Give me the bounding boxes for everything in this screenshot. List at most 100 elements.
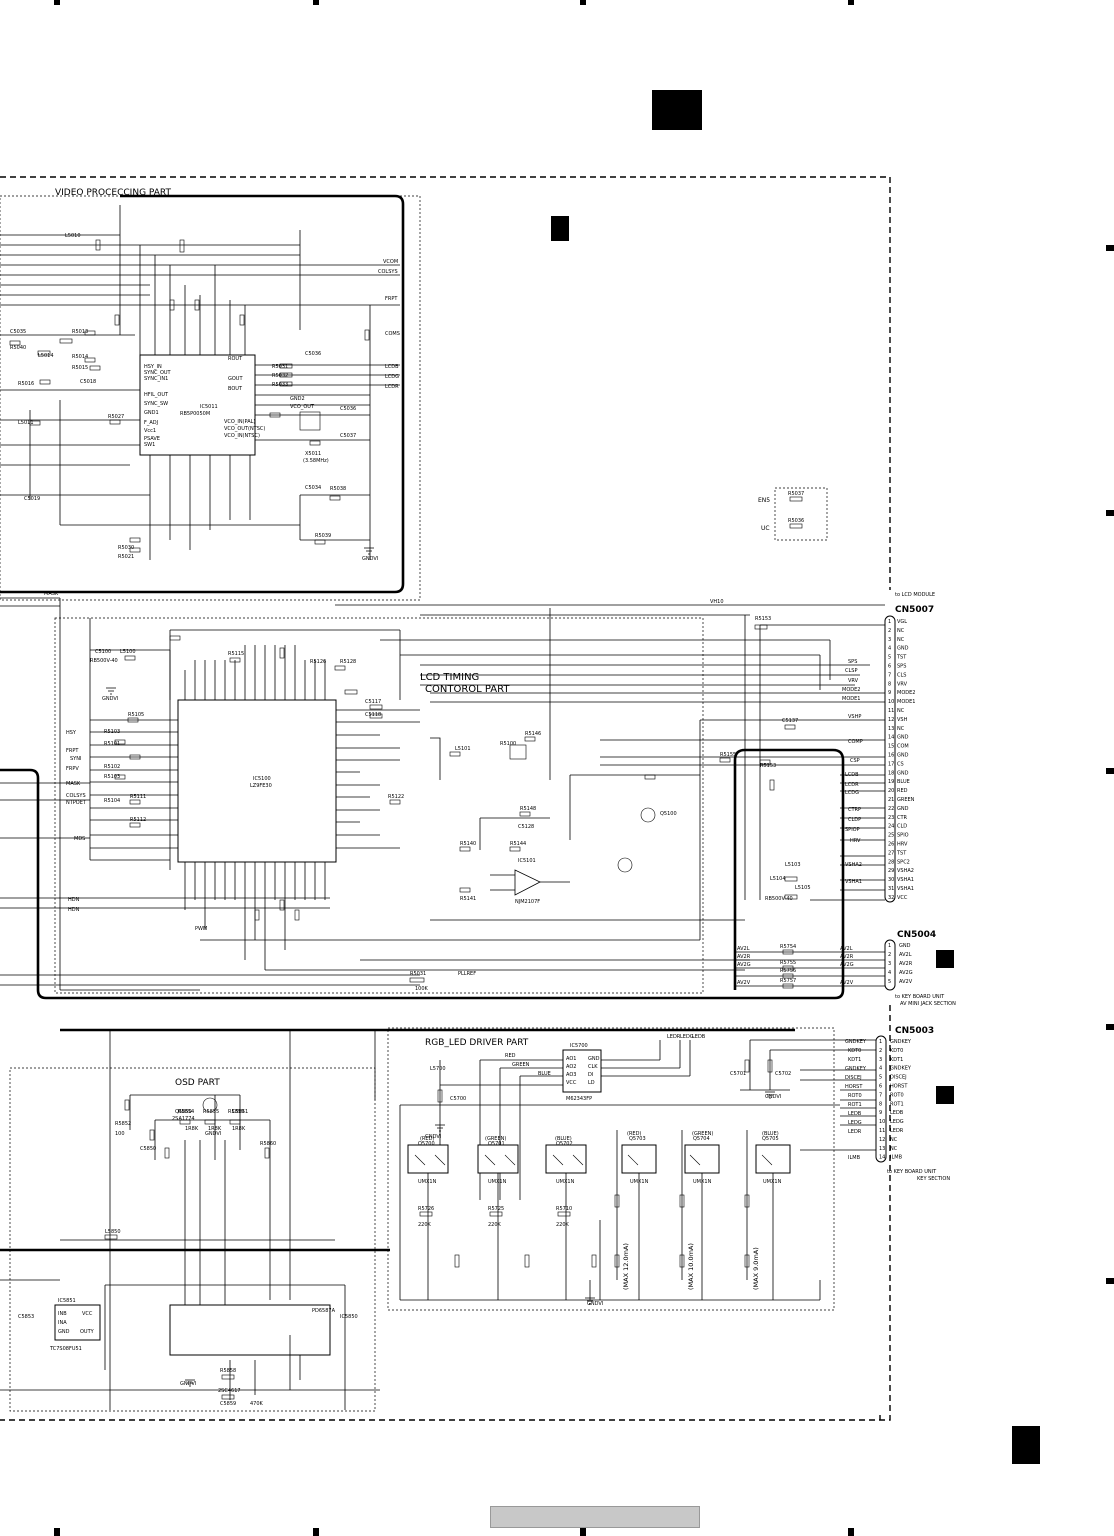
cn5003-pins-num: 6 xyxy=(879,1084,882,1090)
svg-text:INB: INB xyxy=(58,1311,67,1317)
cn5007-pins-label: GND xyxy=(897,770,909,776)
svg-text:COLSYS: COLSYS xyxy=(66,793,86,799)
svg-text:SW1: SW1 xyxy=(144,442,155,448)
ic5851-part: TC7S08FU51 xyxy=(49,1346,82,1352)
cn5007-pins-label: NC xyxy=(897,637,905,643)
svg-text:SYNI: SYNI xyxy=(70,756,81,762)
cn5007-pins-label: VSHA1 xyxy=(897,877,914,883)
svg-text:R5146: R5146 xyxy=(525,731,541,737)
svg-text:LCDB: LCDB xyxy=(845,772,859,778)
svg-text:L5850: L5850 xyxy=(105,1229,121,1235)
svg-text:AO1: AO1 xyxy=(566,1056,576,1062)
cn5004-name: CN5004 xyxy=(897,930,936,940)
page-marker-bottom xyxy=(1012,1426,1040,1464)
cn5003-pins-num: 2 xyxy=(879,1048,882,1054)
cn5003-pins-label: GNDKEY xyxy=(890,1039,912,1045)
cn5003-pins-num: 13 xyxy=(879,1146,885,1152)
svg-text:GNDKEY: GNDKEY xyxy=(845,1066,867,1072)
svg-text:Q5702: Q5702 xyxy=(556,1141,573,1147)
ic5850-ref: IC5850 xyxy=(340,1314,358,1320)
cn5004-pins-label: AV2V xyxy=(899,979,913,985)
svg-text:CLSP: CLSP xyxy=(845,668,857,674)
svg-text:R5126: R5126 xyxy=(310,659,326,665)
cn5003-pins-label: NC xyxy=(890,1146,898,1152)
cn5007-pins-num: 5 xyxy=(888,655,891,661)
svg-text:PWM: PWM xyxy=(195,926,207,932)
cn5003-pins-num: 10 xyxy=(879,1119,885,1125)
cn5007-pins-label: SPS xyxy=(897,664,906,670)
ic5011-part: RB5P0050M xyxy=(180,411,210,417)
svg-text:GNDVI: GNDVI xyxy=(205,1131,221,1137)
svg-text:100K: 100K xyxy=(415,986,429,992)
cn5007-pins-num: 20 xyxy=(888,788,894,794)
cn5007-pins-num: 18 xyxy=(888,770,894,776)
cn5004-note-1: to KEY BOARD UNIT xyxy=(895,994,945,1000)
svg-text:PLLREF: PLLREF xyxy=(458,971,476,977)
page-marker-inner xyxy=(551,216,569,241)
svg-text:GOUT: GOUT xyxy=(228,376,243,382)
lcd-left-nets: MASK HSY FRPT SYNI FRPV MASK COLSYS NTPO… xyxy=(44,591,87,913)
cn5003-pins-num: 9 xyxy=(879,1110,882,1116)
svg-text:LEDR: LEDR xyxy=(667,1034,681,1040)
svg-text:1R8K: 1R8K xyxy=(208,1126,222,1132)
svg-text:GNDVI: GNDVI xyxy=(362,556,378,562)
ic5700-ref: IC5700 xyxy=(570,1043,588,1049)
svg-text:R5104: R5104 xyxy=(104,798,120,804)
svg-text:R5854: R5854 xyxy=(178,1109,194,1115)
cn5007-pins-num: 32 xyxy=(888,895,894,901)
svg-text:R5148: R5148 xyxy=(520,806,536,812)
cn5007-pins-num: 8 xyxy=(888,681,891,687)
svg-text:L5103: L5103 xyxy=(785,862,801,868)
svg-text:R5040: R5040 xyxy=(10,345,26,351)
video-section-title: VIDEO PROCECCING PART xyxy=(55,188,172,198)
svg-text:GND2: GND2 xyxy=(290,396,305,402)
cn5004-pins-num: 5 xyxy=(888,979,891,985)
svg-text:COMP: COMP xyxy=(848,739,863,745)
svg-text:AO2: AO2 xyxy=(566,1064,576,1070)
svg-text:GNDVI: GNDVI xyxy=(587,1301,603,1307)
cn5004-pins-num: 2 xyxy=(888,952,891,958)
svg-text:R5102: R5102 xyxy=(104,764,120,770)
svg-text:RB500V-40: RB500V-40 xyxy=(765,896,793,902)
svg-text:(BLUE): (BLUE) xyxy=(762,1131,779,1137)
cn5007-pins-num: 30 xyxy=(888,877,894,883)
svg-text:R5103: R5103 xyxy=(104,774,120,780)
cn5007-pins-num: 24 xyxy=(888,824,894,830)
svg-text:X5011: X5011 xyxy=(305,451,321,457)
svg-text:MODE2: MODE2 xyxy=(842,687,860,693)
cn5007-name: CN5007 xyxy=(895,605,934,615)
cn5003-pins-num: 4 xyxy=(879,1066,882,1072)
svg-text:GNDVI: GNDVI xyxy=(765,1094,781,1100)
svg-text:R5860: R5860 xyxy=(260,1141,276,1147)
svg-text:C5019: C5019 xyxy=(24,496,40,502)
cn5007-pins-label: CTR xyxy=(897,815,908,821)
svg-text:AV2V: AV2V xyxy=(737,980,751,986)
ic5851-ref: IC5851 xyxy=(58,1298,76,1304)
svg-text:R5014: R5014 xyxy=(72,354,88,360)
cn5007-pins-num: 31 xyxy=(888,886,894,892)
ic5851-body xyxy=(54,1304,101,1341)
svg-text:AV2R: AV2R xyxy=(737,954,751,960)
svg-text:KDT1: KDT1 xyxy=(848,1057,861,1063)
svg-text:LCDR: LCDR xyxy=(385,384,399,390)
svg-text:R5754: R5754 xyxy=(780,944,796,950)
cn5007-pins-num: 16 xyxy=(888,753,894,759)
cn5007-pins-label: GREEN xyxy=(897,797,915,803)
svg-text:R5710: R5710 xyxy=(556,1206,572,1212)
svg-text:(MAX 10.0mA): (MAX 10.0mA) xyxy=(687,1243,695,1290)
cn5004-pins-num: 4 xyxy=(888,970,891,976)
svg-text:HORST: HORST xyxy=(845,1084,863,1090)
svg-text:RED: RED xyxy=(505,1053,516,1059)
cn5004-pins-label: GND xyxy=(899,943,911,949)
cn5007-pins-label: GND xyxy=(897,753,909,759)
svg-text:HDN: HDN xyxy=(68,897,80,903)
svg-text:R5141: R5141 xyxy=(460,896,476,902)
svg-text:C5034: C5034 xyxy=(305,485,321,491)
svg-text:C5118: C5118 xyxy=(365,712,381,718)
cn5007-pins-num: 14 xyxy=(888,735,894,741)
svg-text:VSHA2: VSHA2 xyxy=(845,862,862,868)
svg-text:R5037: R5037 xyxy=(788,491,804,497)
svg-text:R5155: R5155 xyxy=(720,752,736,758)
